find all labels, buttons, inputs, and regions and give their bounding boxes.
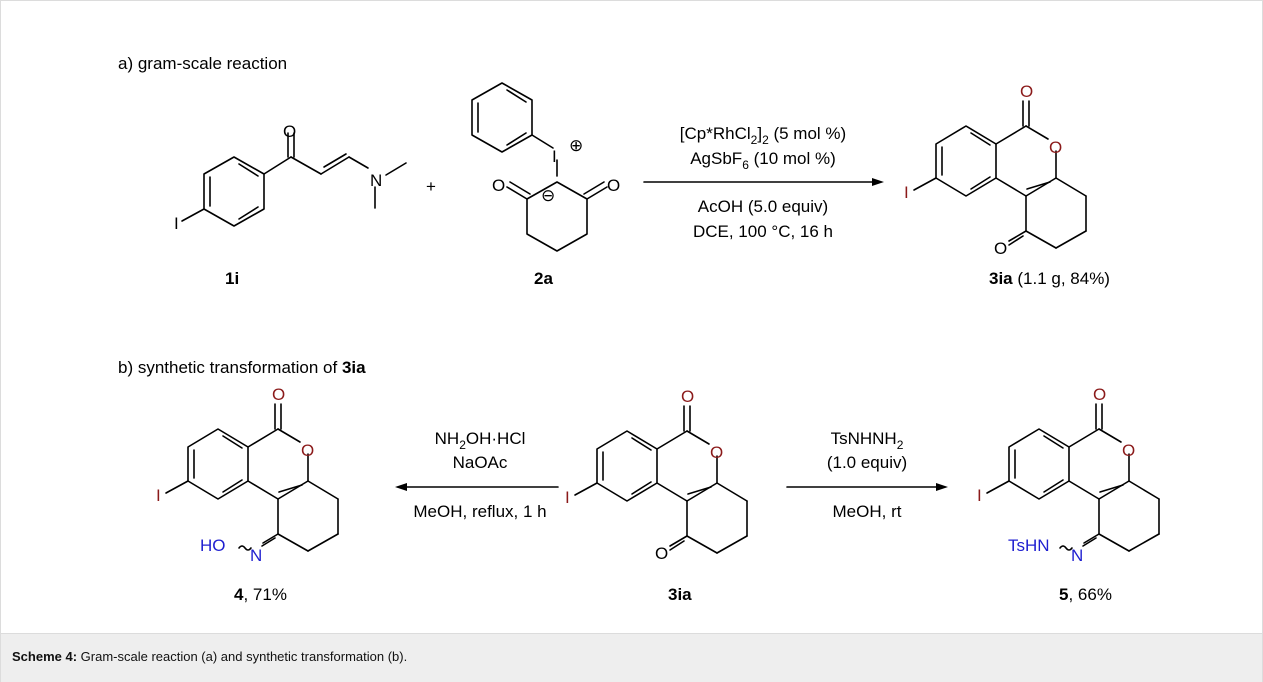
condition-additive: AgSbF6 (10 mol %) [690,149,836,172]
reaction-b-right-conditions: TsNHNH2 (1.0 equiv) MeOH, rt [827,429,907,521]
product-5: O O I N TsHN [977,385,1160,565]
condition-acid: AcOH (5.0 equiv) [698,197,828,216]
atom-o-ketone: O [994,239,1007,258]
iodonium-charge: ⊕ [569,136,583,155]
atom-i: I [977,486,982,505]
label-4: 4, 71% [234,585,287,604]
figure-caption: Scheme 4: Gram-scale reaction (a) and sy… [12,649,407,664]
caption-text: Gram-scale reaction (a) and synthetic tr… [77,649,408,664]
atom-i: I [156,486,161,505]
atom-o-carbonyl: O [681,387,694,406]
compound-3ia-center: O O I O [565,387,748,563]
atom-i-1i: I [174,214,179,233]
atom-o-carbonyl: O [1020,82,1033,101]
section-b-title: b) synthetic transformation of 3ia [118,358,366,377]
atom-o-ring: O [1049,138,1062,157]
label-3ia-center: 3ia [668,585,692,604]
reaction-b-left-arrow [395,483,559,491]
reaction-scheme: a) gram-scale reaction b) synthetic tran… [118,54,1160,604]
caption-bar: Scheme 4: Gram-scale reaction (a) and sy… [1,633,1262,682]
atom-n-hydrazone: N [1071,546,1083,565]
atom-i: I [904,183,909,202]
reaction-b-right-arrow [786,483,948,491]
phenyl-ring-2a [471,82,533,153]
label-1i: 1i [225,269,239,288]
atom-o-2a-right: O [607,176,620,195]
section-a-title: a) gram-scale reaction [118,54,287,73]
condition-solvent-right: MeOH, rt [833,502,902,521]
atom-o-carbonyl: O [1093,385,1106,404]
reaction-b-left-conditions: NH2OH·HCl NaOAc MeOH, reflux, 1 h [413,429,546,521]
benzene-ring-1i [203,156,265,227]
atom-o-ring: O [710,443,723,462]
atom-i-2a: I [552,147,557,166]
atom-i: I [565,488,570,507]
condition-equiv: (1.0 equiv) [827,453,907,472]
label-3ia-top: 3ia (1.1 g, 84%) [989,269,1110,288]
compound-2a: I ⊕ ⊖ O O 2a [471,82,620,288]
label-5: 5, 66% [1059,585,1112,604]
plus-sign: + [426,177,436,196]
atom-n-1i: N [370,171,382,190]
product-4: O O I N HO [156,385,339,565]
product-3ia-top: O O I O [904,82,1087,258]
atom-n-oxime: N [250,546,262,565]
oxime-hydroxy: HO [200,536,226,555]
lactone-core [913,100,1087,249]
atom-o-ring: O [301,441,314,460]
atom-o-ketone: O [655,544,668,563]
ylide-charge: ⊖ [541,186,555,205]
atom-o-carbonyl: O [272,385,285,404]
condition-catalyst: [Cp*RhCl2]2 (5 mol %) [680,124,846,147]
condition-base: NaOAc [453,453,508,472]
atom-o-1i: O [283,122,296,141]
condition-hydroxylamine: NH2OH·HCl [435,429,526,452]
caption-label: Scheme 4: [12,649,78,664]
label-2a: 2a [534,269,553,288]
atom-o-2a-left: O [492,176,505,195]
reaction-a-arrow [643,178,884,186]
compound-1i: O N I 1i [174,122,407,288]
atom-o-ring: O [1122,441,1135,460]
tosyl-hydrazide: TsHN [1008,536,1050,555]
condition-solvent: DCE, 100 °C, 16 h [693,222,833,241]
reaction-a-conditions: [Cp*RhCl2]2 (5 mol %) AgSbF6 (10 mol %) … [680,124,846,241]
condition-hydrazide: TsNHNH2 [831,429,904,452]
condition-solvent-left: MeOH, reflux, 1 h [413,502,546,521]
dione-ring-2a [526,181,588,252]
